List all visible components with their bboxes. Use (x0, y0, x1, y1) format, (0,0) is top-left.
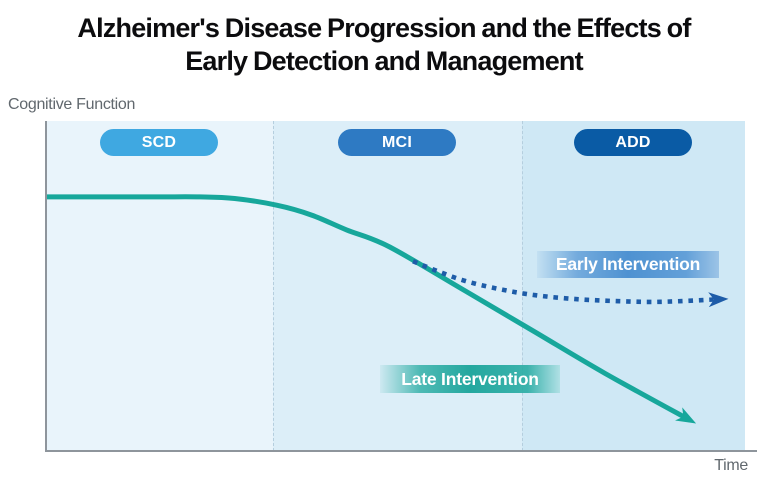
stage-zones (46, 121, 745, 451)
stage-pill-scd: SCD (100, 129, 218, 156)
late-intervention-label: Late Intervention (380, 365, 560, 393)
plot-area: SCD MCI ADD Early Intervention Late Inte… (46, 121, 745, 451)
y-axis-label: Cognitive Function (8, 96, 136, 113)
page-title-line1: Alzheimer's Disease Progression and the … (77, 13, 691, 43)
x-axis-line (45, 450, 757, 452)
plot-svg (46, 194, 729, 424)
early-intervention-label: Early Intervention (537, 251, 719, 278)
zone-scd (46, 121, 274, 451)
stage-pill-add: ADD (574, 129, 692, 156)
zone-mci (273, 121, 523, 451)
x-axis-label: Time (714, 457, 748, 474)
stage-pill-mci: MCI (338, 129, 456, 156)
y-axis-line (45, 121, 47, 451)
late-intervention-line (46, 194, 697, 424)
page-title-line2: Early Detection and Management (185, 46, 583, 76)
zone-add (522, 121, 745, 451)
page-title: Alzheimer's Disease Progression and the … (0, 12, 768, 78)
early-intervention-line (412, 259, 729, 308)
